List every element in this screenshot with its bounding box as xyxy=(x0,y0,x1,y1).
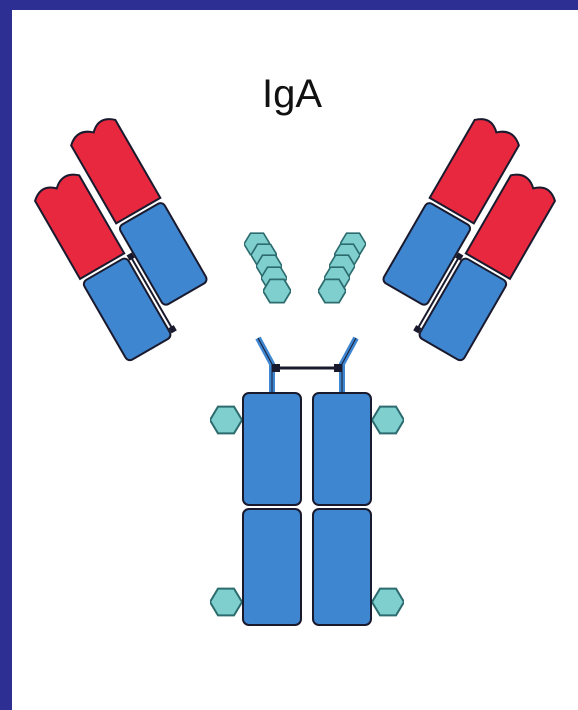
right-ch3-domain xyxy=(313,509,371,625)
left-fab-arm xyxy=(17,115,223,362)
right-glycan-cluster xyxy=(318,233,366,303)
left-ch3-domain xyxy=(243,509,301,625)
glycan-hexagon-icon xyxy=(318,279,346,302)
glycan-hexagon-icon xyxy=(210,589,242,616)
left-ch2-domain xyxy=(243,393,301,505)
fc-region xyxy=(243,393,371,625)
right-fab-arm xyxy=(367,115,573,362)
glycan-hexagon-icon xyxy=(210,407,242,434)
hinge-region xyxy=(258,338,356,396)
diagram-title: IgA xyxy=(262,72,322,117)
glycan-hexagon-icon xyxy=(372,589,404,616)
glycan-hexagon-icon xyxy=(372,407,404,434)
glycan-hexagon-icon xyxy=(263,279,291,302)
left-glycan-cluster xyxy=(244,233,291,303)
right-ch2-domain xyxy=(313,393,371,505)
